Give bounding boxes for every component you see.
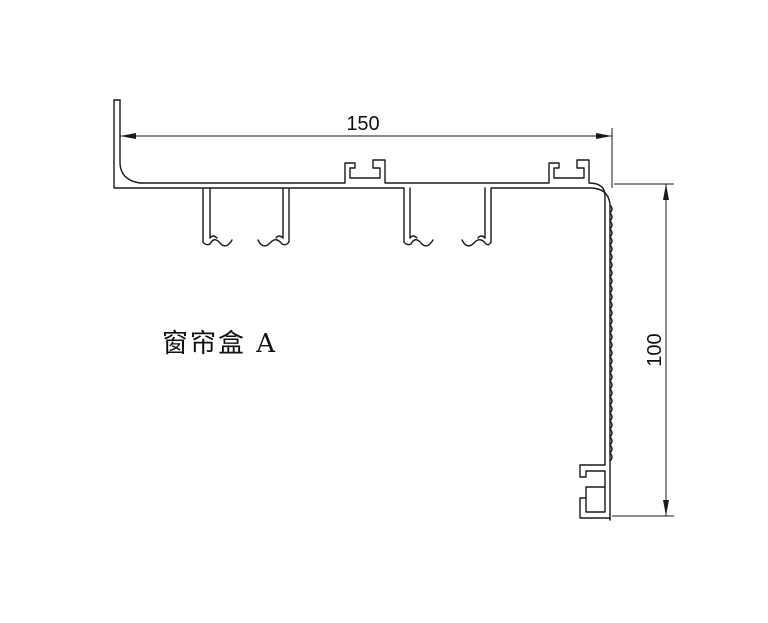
hook-clip-2 bbox=[257, 235, 290, 247]
rib bbox=[609, 420, 613, 430]
rib bbox=[609, 396, 613, 406]
rib bbox=[609, 388, 613, 398]
hook-clip-3 bbox=[403, 235, 434, 247]
rib bbox=[609, 308, 613, 318]
rib bbox=[609, 268, 613, 278]
bottom-hook bbox=[579, 464, 611, 521]
drawing-title: 窗帘盒 A bbox=[162, 329, 277, 359]
rib bbox=[609, 284, 613, 294]
dim-h-arrow-right bbox=[596, 133, 612, 139]
rib bbox=[609, 380, 613, 390]
rib bbox=[609, 436, 613, 446]
dim-h-text: 150 bbox=[346, 113, 379, 135]
rib bbox=[609, 404, 613, 414]
rib bbox=[609, 372, 613, 382]
dim-v-arrow-bottom bbox=[663, 500, 669, 516]
rib bbox=[609, 204, 613, 214]
vertical-dimension: 100 bbox=[612, 183, 674, 517]
rib bbox=[609, 364, 613, 374]
top-profile-inner bbox=[119, 99, 606, 466]
rib bbox=[609, 428, 613, 438]
dim-v-text: 100 bbox=[644, 333, 666, 366]
rib bbox=[609, 412, 613, 422]
rib bbox=[609, 300, 613, 310]
rib bbox=[609, 332, 613, 342]
hook-clip-4 bbox=[461, 235, 492, 247]
rib bbox=[609, 444, 613, 454]
rib bbox=[609, 228, 613, 238]
rib bbox=[609, 356, 613, 366]
dim-h-arrow-left bbox=[120, 133, 136, 139]
rib bbox=[609, 260, 613, 270]
top-profile-outer bbox=[113, 99, 611, 521]
hook-clip-1 bbox=[202, 235, 233, 247]
rib bbox=[609, 452, 613, 462]
rib bbox=[609, 252, 613, 262]
rib bbox=[609, 340, 613, 350]
rib bbox=[609, 276, 613, 286]
ribbed-edge bbox=[609, 204, 613, 462]
rib bbox=[609, 220, 613, 230]
rib bbox=[609, 292, 613, 302]
dim-v-arrow-top bbox=[663, 184, 669, 200]
rib bbox=[609, 316, 613, 326]
horizontal-dimension: 150 bbox=[120, 113, 613, 188]
rib bbox=[609, 348, 613, 358]
rib bbox=[609, 236, 613, 246]
rib bbox=[609, 324, 613, 334]
rib bbox=[609, 212, 613, 222]
rib bbox=[609, 244, 613, 254]
